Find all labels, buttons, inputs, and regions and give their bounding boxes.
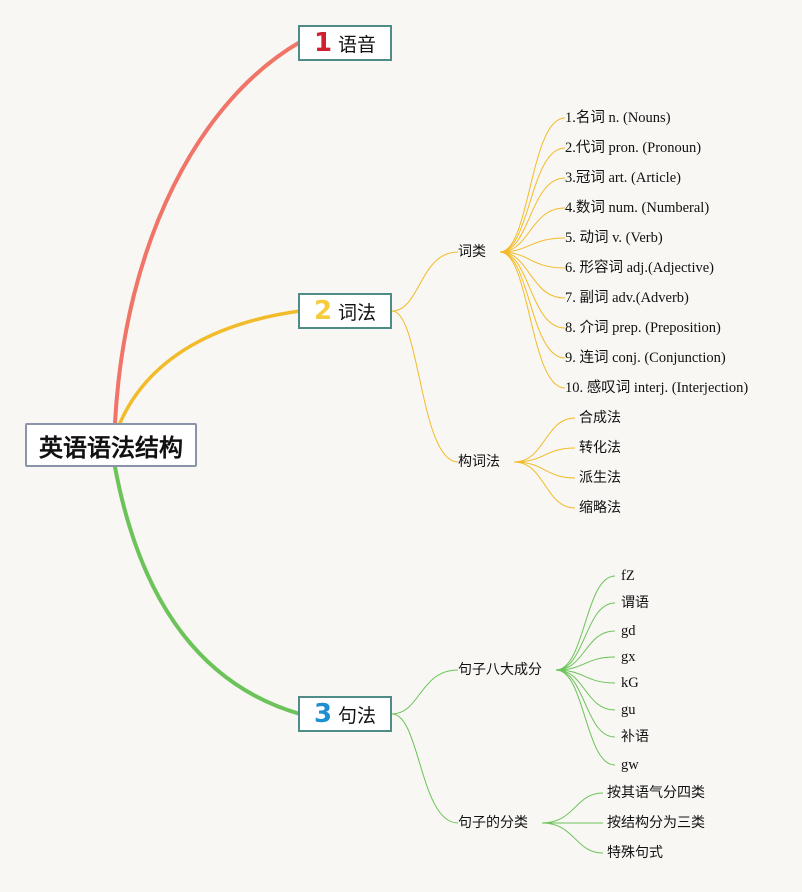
topic-bada-chengfen[interactable]: 句子八大成分 xyxy=(458,662,542,678)
branch-jufa[interactable]: 3 句法 xyxy=(298,696,392,732)
goucifa-item[interactable]: 合成法 xyxy=(579,410,621,426)
number-one-icon: 1 xyxy=(313,28,333,58)
chengfen-item[interactable]: fZ xyxy=(621,568,635,584)
cilei-item[interactable]: 9. 连词 conj. (Conjunction) xyxy=(565,350,726,366)
cilei-item[interactable]: 2.代词 pron. (Pronoun) xyxy=(565,140,702,156)
chengfen-item[interactable]: gx xyxy=(621,649,636,665)
cilei-item[interactable]: 8. 介词 prep. (Preposition) xyxy=(565,320,721,336)
cifa-links xyxy=(391,117,576,509)
branch-label: 词法 xyxy=(338,301,377,324)
link-root-jufa xyxy=(113,465,302,716)
cilei-item[interactable]: 1.名词 n. (Nouns) xyxy=(565,110,671,126)
fenlei-item[interactable]: 按结构分为三类 xyxy=(607,815,705,831)
goucifa-item[interactable]: 缩略法 xyxy=(579,500,621,516)
branch-cifa[interactable]: 2 词法 xyxy=(298,293,392,329)
jufa-links xyxy=(391,575,616,854)
cilei-item[interactable]: 10. 感叹词 interj. (Interjection) xyxy=(565,380,749,396)
root-node[interactable]: 英语语法结构 xyxy=(25,423,197,467)
fenlei-item[interactable]: 特殊句式 xyxy=(607,845,663,861)
fenlei-item[interactable]: 按其语气分四类 xyxy=(607,785,705,801)
topic-cilei[interactable]: 词类 xyxy=(458,244,486,260)
chengfen-item[interactable]: 谓语 xyxy=(621,595,649,611)
cilei-item[interactable]: 7. 副词 adv.(Adverb) xyxy=(565,290,689,306)
chengfen-item[interactable]: gu xyxy=(621,702,636,718)
cilei-item[interactable]: 5. 动词 v. (Verb) xyxy=(565,230,663,246)
cilei-item[interactable]: 6. 形容词 adj.(Adjective) xyxy=(565,260,714,276)
cilei-item[interactable]: 3.冠词 art. (Article) xyxy=(565,170,681,186)
root-title: 英语语法结构 xyxy=(39,433,183,462)
number-three-icon: 3 xyxy=(313,699,333,729)
link-root-yuyin xyxy=(113,40,302,425)
branch-yuyin[interactable]: 1 语音 xyxy=(298,25,392,61)
chengfen-item[interactable]: gd xyxy=(621,623,636,639)
topic-goucifa[interactable]: 构词法 xyxy=(458,454,500,470)
chengfen-item[interactable]: 补语 xyxy=(621,729,649,745)
topic-juzi-fenlei[interactable]: 句子的分类 xyxy=(458,815,528,831)
chengfen-item[interactable]: kG xyxy=(621,675,639,691)
branch-label: 句法 xyxy=(338,704,377,727)
goucifa-item[interactable]: 转化法 xyxy=(579,440,621,456)
link-root-cifa xyxy=(118,309,302,425)
branch-label: 语音 xyxy=(338,33,377,56)
cilei-item[interactable]: 4.数词 num. (Numberal) xyxy=(565,200,710,216)
goucifa-item[interactable]: 派生法 xyxy=(579,470,621,486)
chengfen-item[interactable]: gw xyxy=(621,757,639,773)
number-two-icon: 2 xyxy=(313,296,333,326)
